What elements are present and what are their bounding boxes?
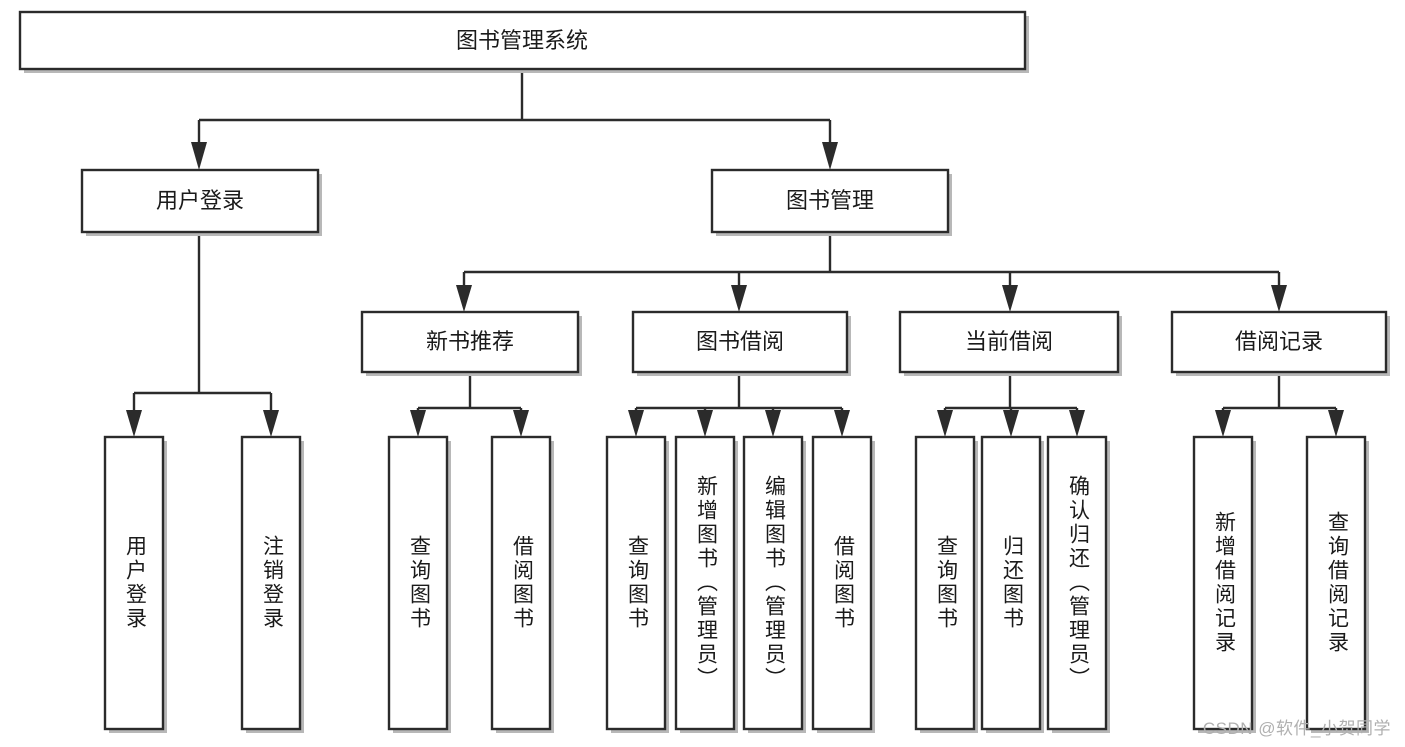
leaf-current-borrow-3[interactable] <box>1046 435 1110 733</box>
leaf-book-borrow-1[interactable] <box>605 435 669 733</box>
arrow-head-leaf-user-login <box>126 410 142 437</box>
node-book-manage-box[interactable] <box>710 168 950 234</box>
arrow-head-bb-leaf-3 <box>765 410 781 437</box>
arrow-head-borrow-record <box>1271 285 1287 312</box>
arrow-head-bb-leaf-1 <box>628 410 644 437</box>
arrow-head-br-leaf-2 <box>1328 410 1344 437</box>
leaf-book-borrow-3[interactable] <box>742 435 806 733</box>
arrow-head-new-book <box>456 285 472 312</box>
node-root-box[interactable] <box>18 10 1027 71</box>
arrow-head-bb-leaf-2 <box>697 410 713 437</box>
arrow-head-bb-leaf-4 <box>834 410 850 437</box>
node-book-manage-label: 图书管理 <box>786 188 874 213</box>
leaf-box[interactable] <box>387 435 449 731</box>
arrow-head-cb-leaf-3 <box>1069 410 1085 437</box>
leaf-box[interactable] <box>914 435 976 731</box>
leaf-box[interactable] <box>605 435 667 731</box>
node-book-manage[interactable]: 图书管理 <box>710 168 952 236</box>
arrow-head-cb-leaf-1 <box>937 410 953 437</box>
leaf-current-borrow-2[interactable] <box>980 435 1044 733</box>
leaf-box[interactable] <box>980 435 1042 731</box>
connector-layer <box>126 69 1344 437</box>
leaf-borrow-record-2[interactable] <box>1305 435 1369 733</box>
node-current-borrow-label: 当前借阅 <box>965 329 1053 354</box>
leaf-box[interactable] <box>103 435 165 731</box>
arrow-head-current-borrow <box>1002 285 1018 312</box>
leaf-box[interactable] <box>1046 435 1108 731</box>
leaf-box[interactable] <box>240 435 302 731</box>
node-new-book-label: 新书推荐 <box>426 329 514 354</box>
node-root[interactable]: 图书管理系统 <box>18 10 1029 73</box>
node-book-borrow[interactable]: 图书借阅 <box>631 310 851 376</box>
node-borrow-record-box[interactable] <box>1170 310 1388 374</box>
arrow-head-nb-leaf-2 <box>513 410 529 437</box>
node-new-book-box[interactable] <box>360 310 580 374</box>
arrow-head-leaf-logout <box>263 410 279 437</box>
arrow-head-user-login <box>191 142 207 170</box>
arrow-head-book-manage <box>822 142 838 170</box>
leaf-box[interactable] <box>742 435 804 731</box>
leaf-book-borrow-2[interactable] <box>674 435 738 733</box>
node-user-login-box[interactable] <box>80 168 320 234</box>
leaf-current-borrow-1[interactable] <box>914 435 978 733</box>
leaf-new-book-2[interactable] <box>490 435 554 733</box>
node-book-borrow-box[interactable] <box>631 310 849 374</box>
arrow-head-cb-leaf-2 <box>1003 410 1019 437</box>
node-current-borrow[interactable]: 当前借阅 <box>898 310 1122 376</box>
arrow-head-br-leaf-1 <box>1215 410 1231 437</box>
node-root-label: 图书管理系统 <box>456 28 588 53</box>
node-current-borrow-box[interactable] <box>898 310 1120 374</box>
leaf-box[interactable] <box>1305 435 1367 731</box>
node-user-login[interactable]: 用户登录 <box>80 168 322 236</box>
node-book-borrow-label: 图书借阅 <box>696 329 784 354</box>
arrow-head-book-borrow <box>731 285 747 312</box>
arrow-head-nb-leaf-1 <box>410 410 426 437</box>
node-new-book-recommend[interactable]: 新书推荐 <box>360 310 582 376</box>
leaf-box[interactable] <box>811 435 873 731</box>
leaf-box[interactable] <box>490 435 552 731</box>
csdn-watermark: CSDN @软件_小贺同学 <box>1202 719 1391 738</box>
leaf-new-book-1[interactable] <box>387 435 451 733</box>
leaf-book-borrow-4[interactable] <box>811 435 875 733</box>
node-user-login-label: 用户登录 <box>156 188 244 213</box>
node-borrow-record-label: 借阅记录 <box>1235 329 1323 354</box>
leaf-box[interactable] <box>674 435 736 731</box>
node-borrow-record[interactable]: 借阅记录 <box>1170 310 1390 376</box>
leaf-borrow-record-1[interactable] <box>1192 435 1256 733</box>
leaf-user-login-1[interactable] <box>103 435 167 733</box>
leaf-user-login-2[interactable] <box>240 435 304 733</box>
leaf-box[interactable] <box>1192 435 1254 731</box>
